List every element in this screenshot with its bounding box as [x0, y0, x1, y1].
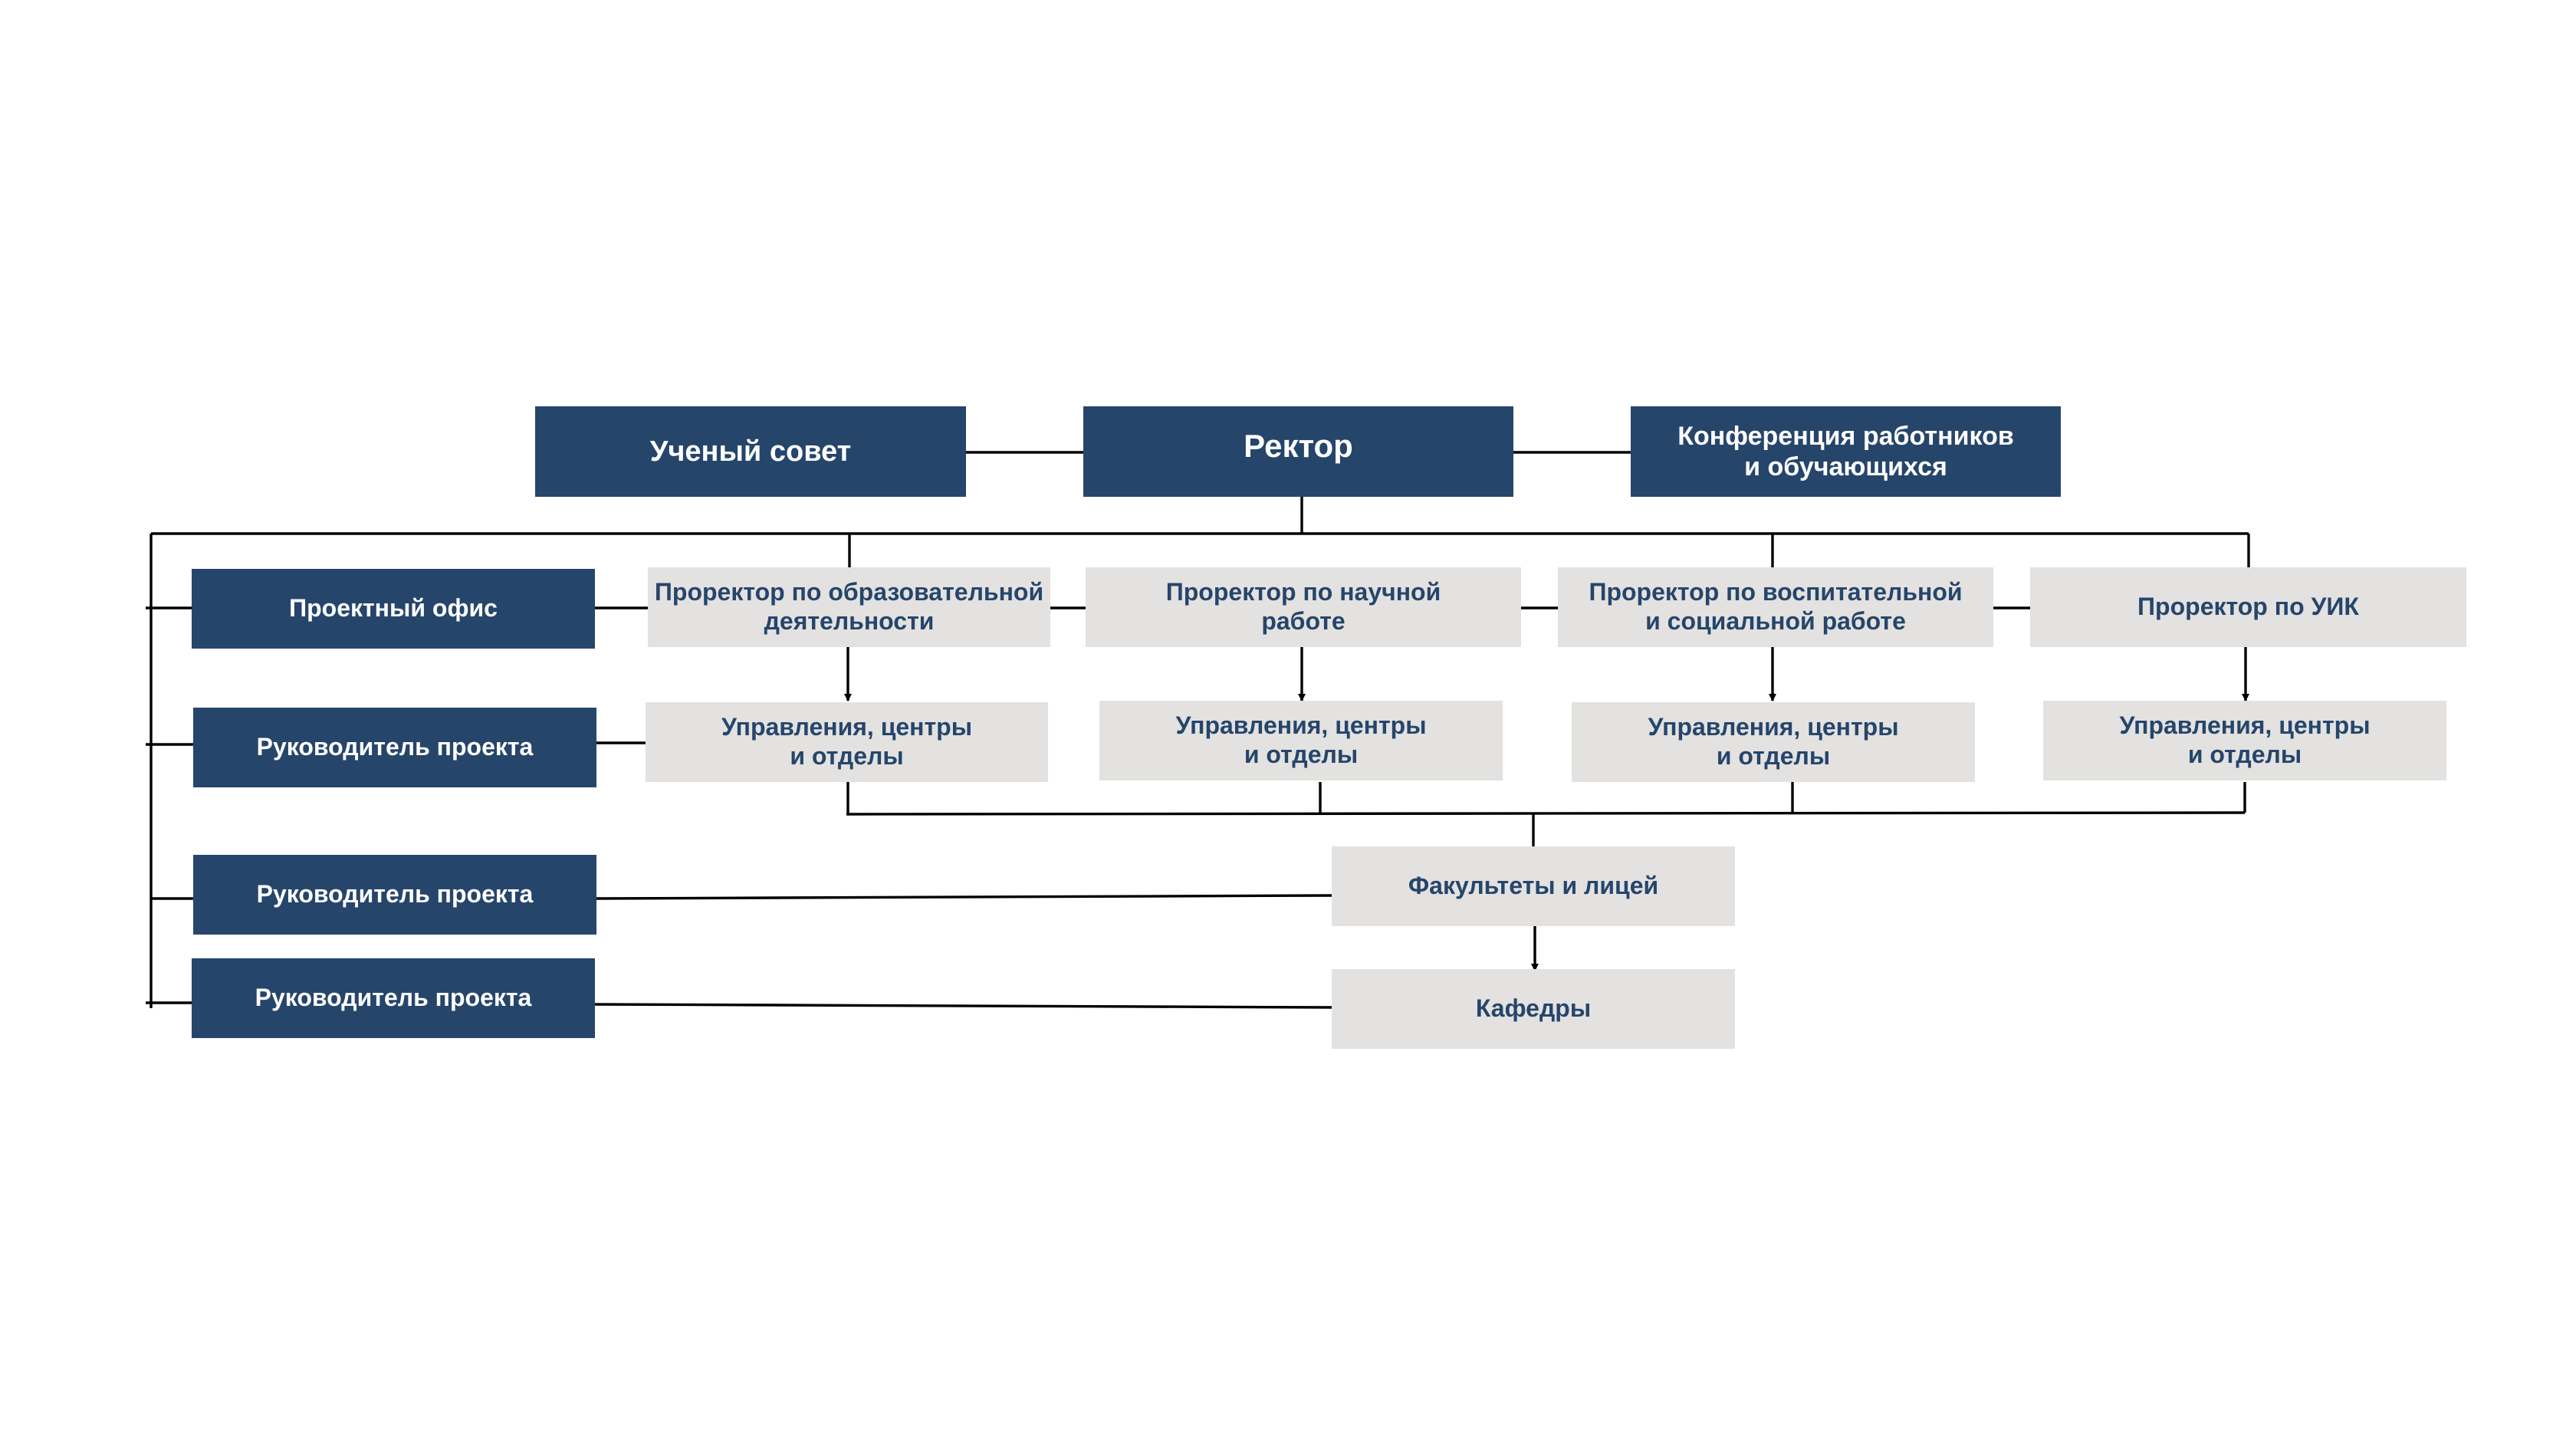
departments-bus [846, 811, 2246, 816]
link-leader-2-faculties [596, 894, 1333, 900]
vice-rector-education-box: Проректор по образовательной деятельност… [648, 567, 1050, 647]
link-leader-3-chairs [593, 1003, 1333, 1009]
departments-box-3: Управления, центры и отделы [1572, 702, 1975, 782]
project-leader-box-1: Руководитель проекта [193, 708, 596, 787]
project-leader-box-2: Руководитель проекта [193, 855, 596, 935]
conference-box: Конференция работников и обучающихся [1631, 406, 2061, 497]
departments-box-4: Управления, центры и отделы [2043, 701, 2446, 780]
project-leader-box-3: Руководитель проекта [192, 958, 595, 1038]
vice-rector-social-box: Проректор по воспитательной и социальной… [1558, 567, 1993, 647]
vice-rector-uik-box: Проректор по УИК [2030, 567, 2466, 647]
rector-box: Ректор [1083, 406, 1513, 497]
chairs-box: Кафедры [1332, 969, 1735, 1049]
departments-box-2: Управления, центры и отделы [1099, 701, 1503, 780]
project-office-box: Проектный офис [192, 569, 595, 649]
faculties-box: Факультеты и лицей [1332, 846, 1735, 926]
vice-rector-science-box: Проректор по научной работе [1086, 567, 1521, 647]
academic-council-box: Ученый совет [535, 406, 966, 497]
departments-box-1: Управления, центры и отделы [646, 702, 1048, 782]
